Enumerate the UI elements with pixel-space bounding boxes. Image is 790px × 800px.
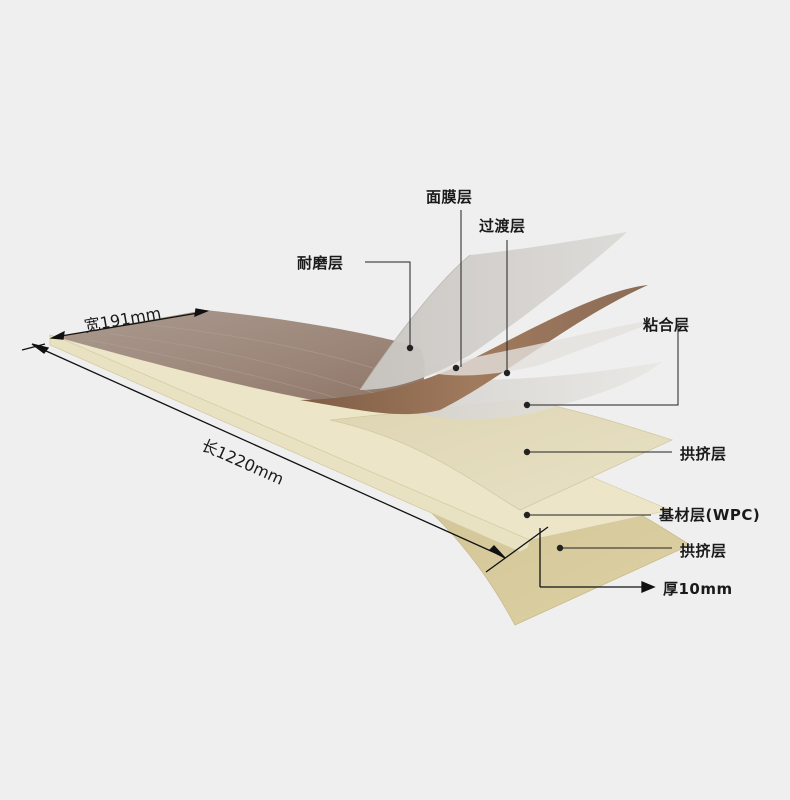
label-wear-layer: 耐磨层: [297, 254, 344, 272]
label-transition-layer: 过渡层: [479, 217, 526, 235]
label-coextrusion-bottom: 拱挤层: [680, 542, 727, 560]
adhesive-sheet: [380, 362, 662, 420]
dimension-thickness: 厚10mm: [663, 580, 733, 598]
film-sheet: [360, 232, 627, 390]
decor-sheet: [300, 285, 648, 415]
label-adhesive-layer: 粘合层: [643, 316, 690, 334]
label-film-layer: 面膜层: [426, 188, 473, 206]
wood-grain: [89, 324, 396, 406]
label-coextrusion-top: 拱挤层: [680, 445, 727, 463]
film-sheet-edge: [359, 254, 471, 391]
leader-lines: [365, 210, 679, 549]
transition-sheet: [420, 318, 665, 376]
wood-surface: [60, 310, 425, 412]
dimension-lines: [21, 308, 656, 593]
label-base-layer: 基材层(WPC): [659, 506, 761, 524]
leader-dots: [406, 344, 564, 552]
top-coextrusion-sheet: [329, 399, 674, 511]
